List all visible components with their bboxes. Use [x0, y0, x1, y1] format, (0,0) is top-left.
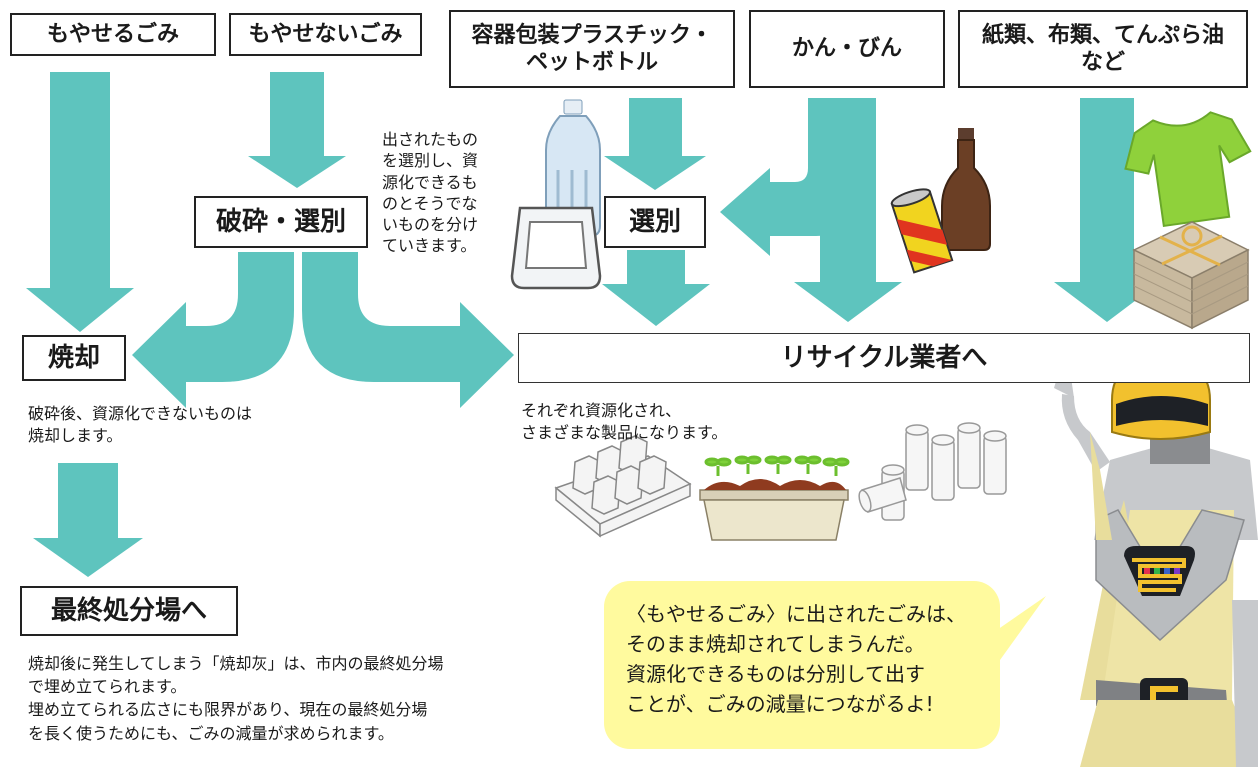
process-recycler-label: リサイクル業者へ	[780, 342, 988, 373]
arrow-nonburnable-to-crush	[248, 72, 346, 188]
category-non-burnable: もやせないごみ	[229, 13, 422, 56]
newspaper-bundle-icon	[1132, 221, 1250, 330]
process-landfill: 最終処分場へ	[20, 586, 238, 636]
category-paper-line1: 紙類、布類、てんぷら油	[981, 22, 1224, 48]
note-landfill-line: で埋め立てられます。	[28, 677, 187, 697]
note-landfill-line: 焼却後に発生してしまう「焼却灰」は、市内の最終処分場	[28, 654, 444, 673]
note-sorting: 出されたもの を選別し、資 源化できるも のとそうでな いものを分け ていきます…	[382, 129, 478, 257]
speech-line: そのまま焼却されてしまうんだ。	[626, 632, 925, 656]
note-landfill-line: を長く使うためにも、ごみの減量が求められます。	[28, 723, 394, 743]
egg-carton-icon	[554, 435, 692, 538]
note-sorting-line: ていきます。	[382, 236, 477, 256]
category-plastic-line2: ペットボトル	[525, 50, 658, 75]
plastic-tray-icon	[510, 206, 602, 290]
category-cans-bottles-label: かん・びん	[791, 36, 902, 62]
category-cans-bottles: かん・びん	[749, 10, 945, 88]
note-incinerate: 破砕後、資源化できないものは 焼却します。	[28, 403, 252, 448]
process-crush-sort-label: 破砕・選別	[215, 206, 346, 237]
process-crush-sort: 破砕・選別	[194, 196, 368, 248]
arrow-sort-to-recycler	[602, 250, 710, 326]
category-burnable-label: もやせるごみ	[46, 21, 179, 47]
note-sorting-line: 源化できるも	[382, 172, 478, 192]
arrow-cans-to-recycler	[794, 98, 902, 322]
category-plastic: 容器包装プラスチック・ ペットボトル	[449, 10, 735, 88]
process-sort: 選別	[604, 196, 706, 248]
speech-line: 資源化できるものは分別して出す	[626, 662, 925, 686]
arrow-plastic-to-sort	[604, 98, 706, 190]
arrow-incinerate-to-landfill	[33, 463, 143, 577]
note-recycle: それぞれ資源化され、 さまざまな製品になります。	[521, 400, 727, 445]
note-incinerate-line: 焼却します。	[28, 426, 123, 446]
process-sort-label: 選別	[628, 206, 681, 237]
can-icon	[890, 188, 954, 274]
category-non-burnable-label: もやせないごみ	[248, 21, 403, 47]
note-incinerate-line: 破砕後、資源化できないものは	[28, 404, 253, 423]
note-sorting-line: 出されたもの	[382, 130, 479, 149]
process-recycler: リサイクル業者へ	[518, 333, 1250, 383]
note-landfill-line: 埋め立てられる広さにも限界があり、現在の最終処分場	[28, 700, 428, 720]
category-burnable: もやせるごみ	[10, 13, 216, 56]
speech-bubble: 〈もやせるごみ〉に出されたごみは、 そのまま焼却されてしまうんだ。 資源化できる…	[604, 581, 1000, 749]
note-sorting-line: を選別し、資	[382, 151, 479, 171]
note-sorting-line: いものを分け	[382, 215, 479, 235]
note-recycle-line: それぞれ資源化され、	[521, 401, 682, 420]
hero-mascot	[1054, 354, 1258, 767]
speech-line: 〈もやせるごみ〉に出されたごみは、	[626, 602, 966, 626]
arrow-burnable-to-incinerate	[26, 72, 134, 332]
category-paper-line2: など	[1080, 50, 1125, 75]
speech-bubble-tail	[994, 596, 1046, 660]
category-plastic-line1: 容器包装プラスチック・	[471, 22, 713, 48]
process-incinerate-label: 焼却	[47, 342, 100, 373]
arrow-crush-to-incinerate	[132, 252, 294, 408]
paper-tubes-icon	[858, 422, 1007, 521]
process-incinerate: 焼却	[22, 335, 126, 381]
glass-bottle-icon	[941, 128, 991, 251]
note-recycle-line: さまざまな製品になります。	[521, 423, 728, 443]
arrow-crush-to-recycler	[302, 252, 514, 408]
seedling-tray-icon	[699, 455, 850, 541]
note-landfill: 焼却後に発生してしまう「焼却灰」は、市内の最終処分場 で埋め立てられます。 埋め…	[28, 652, 444, 745]
tshirt-icon	[1124, 111, 1252, 228]
category-paper-cloth-oil: 紙類、布類、てんぷら油 など	[958, 10, 1248, 88]
process-landfill-label: 最終処分場へ	[50, 595, 207, 626]
speech-line: ことが、ごみの減量につながるよ!	[626, 692, 934, 716]
note-sorting-line: のとそうでな	[382, 193, 478, 213]
